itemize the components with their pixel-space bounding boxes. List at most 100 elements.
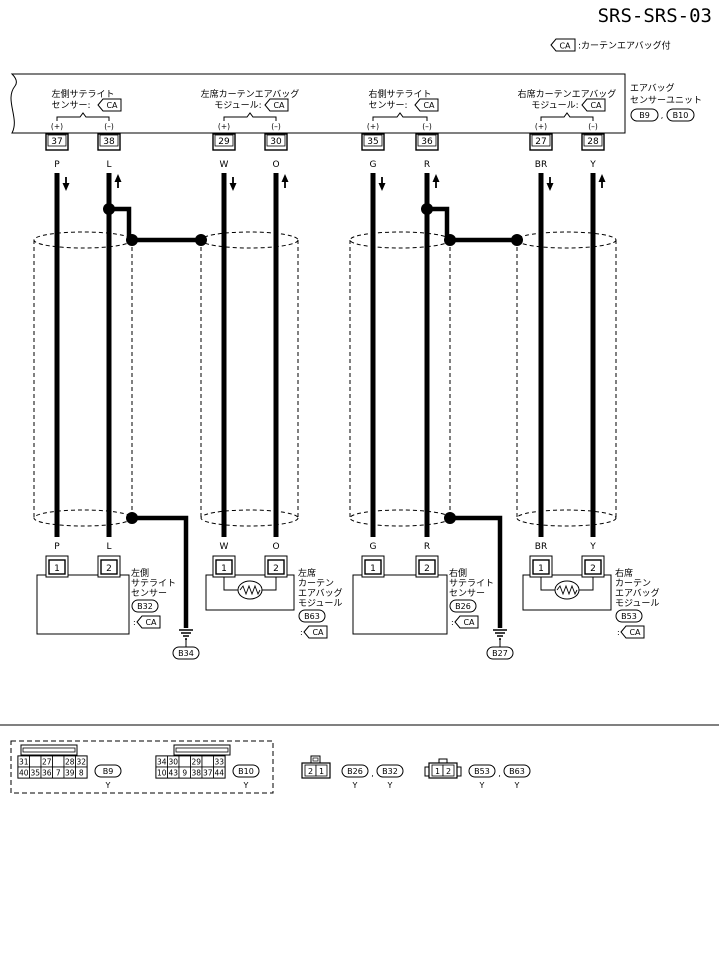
connector-cavity: 35 [30,769,40,778]
arrow-up-icon [114,174,122,182]
pin-polarity: (–) [588,122,598,131]
group-label-line2: モジュール: [531,101,578,111]
pin-number: 30 [270,137,282,147]
arrow-down-icon [229,183,237,191]
device-ca-badge: CA [629,628,641,637]
badge-prefix: : [451,618,454,627]
connector-id: B53 [474,767,490,776]
device-pin-number: 1 [54,564,60,574]
connector-cavity: 38 [191,769,201,778]
pin-number: 28 [587,137,599,147]
connector-id: B32 [382,767,398,776]
group-ca-badge: CA [106,101,118,110]
wire-color-bottom: BR [535,542,547,552]
device-label-line: カーテン [298,578,334,589]
group-ca-badge: CA [590,101,602,110]
connector-id: B9 [103,767,114,776]
wire-color-top: G [370,160,377,170]
shield-left-curtain [200,231,299,527]
wire-color-bottom: Y [589,542,596,552]
device-label-line: 左側 [131,567,149,579]
legend-badge: CA [559,42,571,51]
unit-pin-30: (–)30O [264,122,288,170]
pin-polarity: (+) [367,122,379,131]
device-label-line: モジュール [615,599,659,609]
connector-cavity: 32 [76,758,86,767]
device-label-line: 右側 [449,567,467,579]
wire-color-bottom: R [424,542,430,552]
device-label-line: サテライト [449,578,494,589]
ground-B27: B27 [486,629,514,660]
airbag-sensor-unit-body [10,73,626,134]
device-ca-badge: CA [145,618,157,627]
group-ca-badge: CA [273,101,285,110]
wire-color-top: R [424,160,430,170]
device-conn-ref: B63 [304,612,320,621]
group-label-line1: 左席カーテンエアバッグ [201,88,300,100]
shield-right-sensor [349,231,451,527]
badge-prefix: : [133,618,136,627]
device-label-line: 右席 [615,567,633,579]
wire-color-top: P [54,160,60,170]
wire-color-top: O [272,160,279,170]
device-pin-number: 1 [370,564,376,574]
pin-number: 37 [51,137,62,147]
pin-polarity: (–) [104,122,114,131]
connector-cavity: 31 [19,758,29,767]
unit-pin-35: (+) 35G [361,122,385,170]
wire-color-top: BR [535,160,547,170]
device-label-line: モジュール [298,599,342,609]
device-label-line: サテライト [131,578,176,589]
wire-color-bottom: P [54,542,60,552]
connector-cavity: 28 [65,758,75,767]
connector-cavity: 33 [214,758,224,767]
device-ca-badge: CA [463,618,475,627]
device-label-line: エアバッグ [615,587,660,599]
wire-color-bottom: W [220,542,229,552]
connector-cavity: 10 [157,769,167,778]
device-conn-ref: B53 [621,612,637,621]
device-conn-ref: B32 [137,602,153,611]
device-conn-ref: B26 [455,602,471,611]
unit-pin-37: (+) 37P [45,122,69,170]
shield-right-curtain [516,231,617,527]
ground-B34: B34 [172,629,200,660]
legend: CA :カーテンエアバッグ付 [550,38,671,52]
wire-color-top: L [106,160,111,170]
unit-name-line1: エアバッグ [630,82,675,94]
device-pin-number: 2 [106,564,112,574]
pin-polarity: (+) [51,122,63,131]
unit-name-line2: センサーユニット [630,95,702,106]
pin-polarity: (+) [218,122,230,131]
connector-cavity: 40 [19,769,29,778]
pin-polarity: (–) [422,122,432,131]
connector-cavity: 9 [182,769,187,778]
connector-color: Y [105,781,111,790]
connector-cavity: 1 [319,767,324,776]
connector-cavity: 39 [65,769,75,778]
arrow-down-icon [378,183,386,191]
unit-pin-36: (–)36R [415,122,439,170]
arrow-down-icon [62,183,70,191]
ground-ref-label: B34 [178,649,194,658]
squib-icon [237,580,263,600]
arrow-up-icon [281,174,289,182]
connector-id: B10 [238,767,254,776]
pin-number: 35 [367,137,378,147]
pin-polarity: (+) [535,122,547,131]
squib-icon [554,580,580,600]
connector-cavity: 44 [214,769,224,778]
connector-id: B26 [347,767,363,776]
